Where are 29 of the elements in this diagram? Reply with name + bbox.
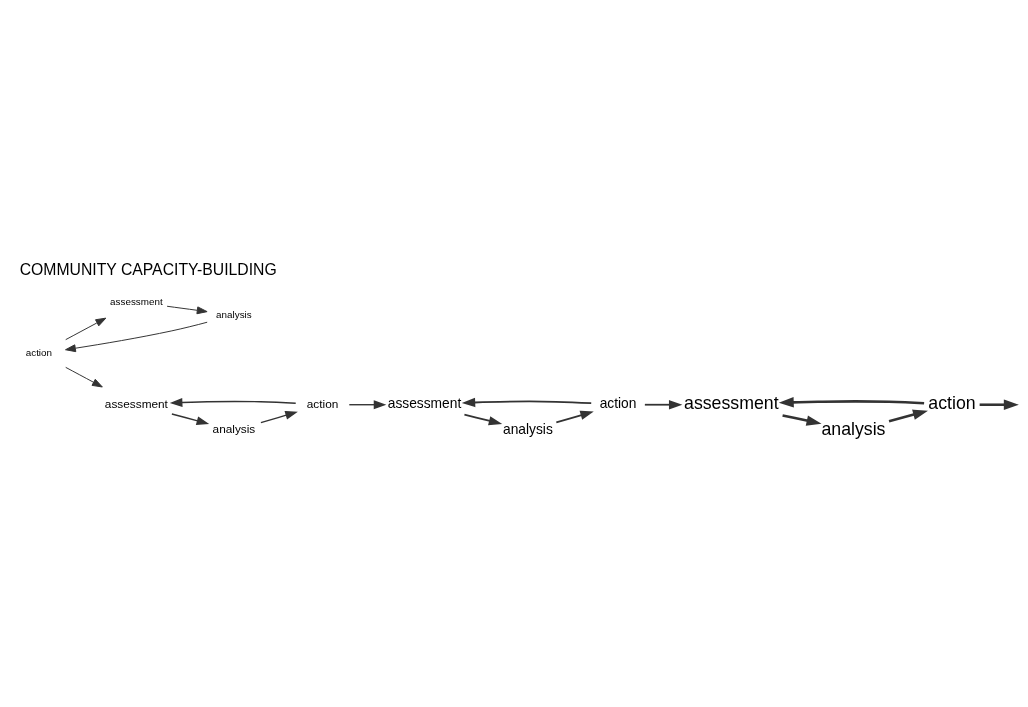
arrow [171,413,210,425]
node-text: analysis [503,421,553,437]
arrow [461,397,593,408]
node-text: analysis [212,422,256,437]
arrow [778,397,925,408]
node-text: assessment [110,295,163,307]
node-text: assessment [684,393,779,414]
node-text: analysis [821,418,886,439]
arrow [348,400,387,410]
arrow [643,400,683,410]
node-text: action [599,396,637,412]
diagram-title: COMMUNITY CAPACITY-BUILDING [19,261,277,279]
arrow [65,366,103,388]
arrow [166,305,208,315]
node-text: action [25,346,53,358]
node-text: assessment [104,396,168,411]
node-text: analysis [216,308,252,320]
node-text: action [928,393,976,414]
arrow [65,321,208,353]
node-text: action [306,396,339,411]
arrow [888,409,928,423]
arrow [555,410,594,424]
arrow [782,414,822,426]
node-text: assessment [387,396,462,412]
arrow [463,413,503,426]
arrow [979,399,1019,410]
arrow [65,317,107,341]
arrow [169,398,297,407]
arrow [260,411,298,424]
